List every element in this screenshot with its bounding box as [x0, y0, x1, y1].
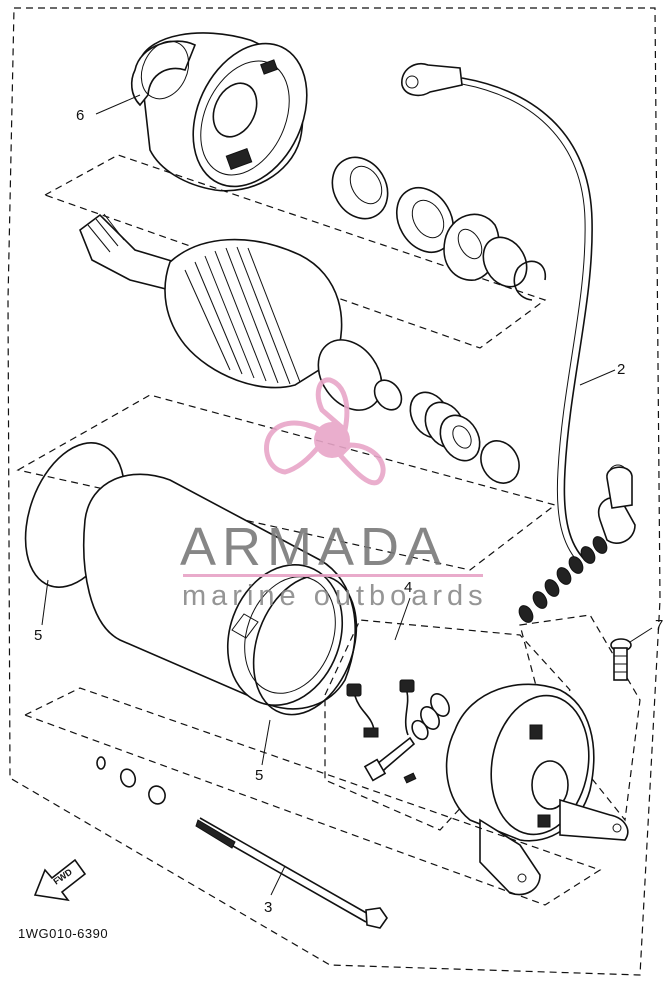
rear-cover-bracket-hole — [612, 823, 622, 833]
bushing-bore — [349, 165, 383, 205]
lead-wire-eye-top — [405, 75, 419, 89]
rear-cover-boss — [531, 760, 569, 810]
lead-wire-cable-inner — [461, 83, 586, 563]
armature-shaft-tip — [373, 379, 403, 411]
callout-leader-3 — [270, 865, 286, 896]
watermark-brand: ARMADA — [180, 517, 447, 577]
callout-leader-6 — [95, 94, 141, 115]
callout-5-left: 5 — [34, 627, 42, 644]
rear-cover-foot-hole — [517, 873, 527, 883]
rear-cover-bracket — [559, 798, 629, 841]
armada-watermark: ARMADA marine outboards — [180, 377, 488, 612]
callout-leader-7 — [629, 627, 653, 643]
dowel-pin — [403, 772, 417, 784]
nut — [148, 785, 166, 805]
brush-right-lead — [404, 691, 409, 736]
rear-cover-clip — [537, 814, 551, 828]
front-cover-bore — [212, 82, 258, 138]
thrust-washer — [482, 236, 528, 288]
end-bushing — [480, 440, 520, 484]
bearing-inner — [411, 199, 445, 239]
callout-6: 6 — [76, 107, 84, 124]
rear-cover-part — [445, 683, 629, 896]
brush-holder-part — [346, 679, 450, 784]
armature-spline-1 — [87, 224, 111, 253]
callout-5-right: 5 — [255, 767, 263, 784]
callout-leader-5-right — [261, 719, 271, 766]
front-cover-part — [130, 32, 308, 192]
yoke-part — [82, 473, 356, 710]
front-cover-tab — [225, 148, 253, 170]
armature-spline-3 — [103, 213, 125, 241]
circlip — [513, 260, 546, 301]
callout-4: 4 — [404, 579, 412, 596]
armature-shaft-spline — [79, 213, 176, 291]
drawing-code: 1WG010-6390 — [18, 926, 108, 941]
brush-right — [399, 679, 415, 693]
callout-7: 7 — [655, 617, 663, 634]
lock-washer-small — [119, 768, 137, 788]
bushing — [331, 156, 389, 220]
through-bolt-thread — [195, 819, 236, 849]
through-bolt-head — [365, 907, 388, 929]
callout-2: 2 — [617, 361, 625, 378]
armature-spline-2 — [95, 218, 119, 247]
through-bolt-part — [195, 817, 388, 929]
callout-leader-5-left — [41, 579, 49, 626]
yoke-end — [226, 563, 344, 707]
lead-wire-part — [401, 63, 636, 563]
armature-part — [79, 213, 403, 411]
watermark-rule — [183, 574, 483, 577]
fwd-direction-badge: FWD — [33, 858, 87, 902]
brush-left-lead — [354, 695, 375, 731]
yoke-slot — [231, 613, 259, 639]
small-hardware — [96, 756, 166, 805]
yoke-plane-outline — [16, 394, 557, 571]
o-ring-right — [252, 574, 358, 716]
lead-wire-cable — [461, 77, 593, 561]
brush-plate-outline — [324, 619, 571, 831]
lock-washer-hole — [457, 228, 483, 260]
brush-left — [346, 683, 362, 697]
brush-left-terminal — [363, 727, 379, 738]
washer-stack — [518, 536, 608, 623]
armature-commutator — [317, 339, 383, 411]
lead-wire-boot — [606, 466, 633, 509]
armature-windings — [184, 246, 301, 385]
terminal-bolt-head — [363, 758, 387, 782]
fwd-arrow-shape — [33, 858, 87, 902]
watermark-tagline: marine outboards — [182, 580, 488, 612]
front-cover-neck-ring — [140, 40, 190, 100]
callout-leader-2 — [579, 369, 616, 386]
front-cover-slot — [260, 59, 278, 75]
yoke-end-inner — [244, 576, 336, 694]
shim-set — [409, 391, 520, 484]
callout-leader-4 — [394, 597, 411, 641]
small-washer — [96, 756, 106, 770]
callout-3: 3 — [264, 899, 272, 916]
armada-logo-icon — [264, 377, 386, 486]
screw-part — [610, 638, 632, 681]
lead-wire-terminal-bottom — [598, 496, 636, 544]
lead-wire-terminal-top — [401, 63, 463, 97]
insulator-washer-3 — [411, 719, 429, 741]
bearing-stack-upper — [331, 156, 546, 301]
rear-cover-tab — [529, 724, 543, 740]
lower-plane-outline — [23, 687, 602, 906]
